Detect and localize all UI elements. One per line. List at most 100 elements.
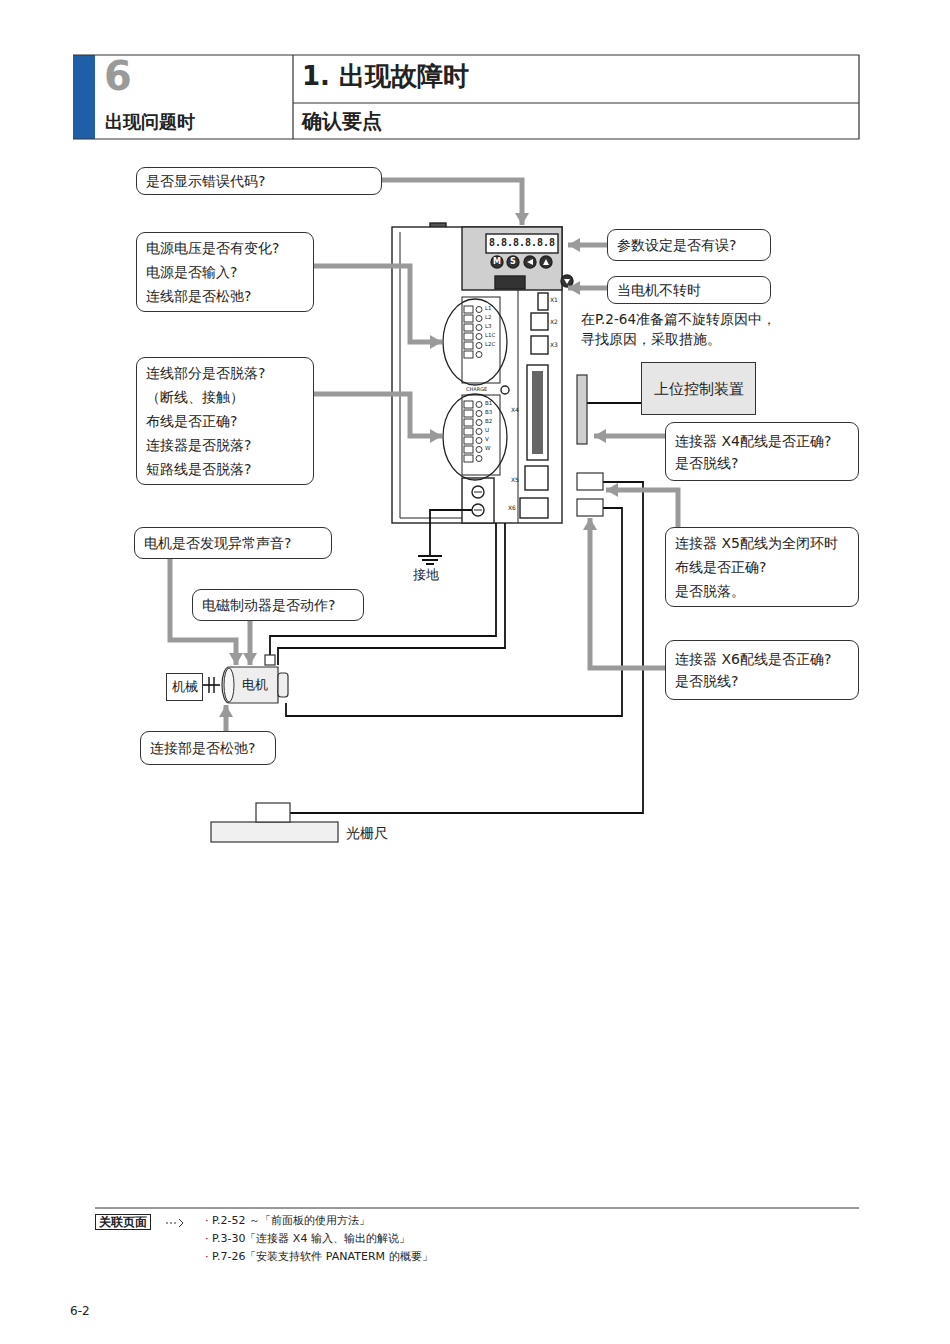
text-line: L3 (485, 323, 492, 330)
text-line: S (507, 257, 519, 267)
terminal-name: B1 (485, 400, 492, 407)
text-line: 电机是否发现异常声音? (144, 532, 291, 554)
text-line: 连接器是否脱落? (146, 433, 265, 457)
text-group: 连接部是否松弛? (150, 737, 255, 759)
text-line: X3 (550, 341, 558, 348)
display-digits: 8.8.8.8.8.8 (487, 237, 557, 249)
button-label: S (507, 257, 519, 267)
connector-name: X2 (550, 318, 558, 325)
terminal-name: L2 (485, 314, 492, 321)
text-line: X5 (511, 476, 519, 483)
connector-name: X3 (550, 341, 558, 348)
text-line: 光栅尺 (346, 825, 388, 842)
text-group: 上位控制装置 (654, 378, 744, 400)
page-title: 1. 出现故障时 (302, 61, 469, 92)
terminal-name: V (485, 436, 489, 443)
text-line: 关联页面 (99, 1215, 147, 1229)
text-line: X2 (550, 318, 558, 325)
text-line: 布线是否正确? (146, 409, 265, 433)
text-line: U (485, 427, 489, 434)
terminal-name: L1C (485, 332, 495, 339)
text-line: X4 (511, 406, 519, 413)
callout-box: 连接器 X5配线为全闭环时 布线是否正确? 是否脱落。 (665, 527, 859, 607)
text-line: 是否脱落。 (675, 579, 838, 603)
text-line: 当电机不转时 (617, 279, 701, 301)
node-text: 参数设定是否有误? (617, 234, 736, 256)
node-text: 电机是否发现异常声音? (144, 532, 291, 554)
text-line: 出现问题时 (105, 111, 195, 133)
text-line: B2 (485, 418, 492, 425)
footer-rule (95, 1208, 859, 1227)
related-pages-tag: 关联页面 (95, 1214, 151, 1230)
node-text: 连线部分是否脱落? （断线、接触） 布线是否正确? 连接器是否脱落? 短路线是否… (146, 361, 265, 481)
text-line: B1 (485, 400, 492, 407)
text-line: 是否脱线? (675, 452, 831, 474)
text-group: 连接器 X5配线为全闭环时 布线是否正确? 是否脱落。 (675, 531, 838, 603)
connector-name: X1 (550, 296, 558, 303)
node-text: 连接器 X6配线是否正确? 是否脱线? (675, 648, 831, 692)
text-line: V (485, 436, 489, 443)
text-line: · P.7-26「安装支持软件 PANATERM 的概要」 (205, 1250, 433, 1263)
connector (224, 705, 229, 731)
callout-box: 参数设定是否有误? (607, 229, 771, 261)
part-box: 上位控制装置 (641, 362, 756, 415)
ground-label: 接地 (413, 567, 439, 583)
text-line: 短路线是否脱落? (146, 457, 265, 481)
text-line: 接地 (413, 567, 439, 583)
terminal-ellipses (443, 299, 507, 480)
text-line: 上位控制装置 (654, 378, 744, 400)
header-frame (73, 55, 859, 139)
text-line: 6 (104, 52, 132, 100)
terminal-name: L3 (485, 323, 492, 330)
text-group: 电机是否发现异常声音? (144, 532, 291, 554)
text-line: X1 (550, 296, 558, 303)
reference-link: · P.7-26「安装支持软件 PANATERM 的概要」 (205, 1250, 433, 1263)
servo-driver (392, 223, 573, 523)
node-text: 电源电压是否有变化? 电源是否输入? 连线部是否松弛? (146, 236, 279, 308)
terminal-name: U (485, 427, 489, 434)
text-line: 布线是否正确? (675, 555, 838, 579)
text-line: 8.8.8.8.8.8 (487, 237, 557, 249)
terminal-name: L2C (485, 341, 495, 348)
text-group: 连接器 X4配线是否正确? 是否脱线? (675, 430, 831, 474)
section-subtitle: 确认要点 (302, 109, 382, 133)
text-line: 连接器 X4配线是否正确? (675, 430, 831, 452)
node-text: 电机 (242, 674, 268, 696)
text-line: X6 (508, 504, 516, 511)
text-line: 连线部是否松弛? (146, 284, 279, 308)
node-text: 电磁制动器是否动作? (202, 594, 335, 616)
chapter-name: 出现问题时 (105, 111, 195, 133)
connector (248, 621, 253, 665)
text-line: L2 (485, 314, 492, 321)
text-line: 参数设定是否有误? (617, 234, 736, 256)
text-group: 电机 (242, 674, 268, 696)
text-line: 连线部分是否脱落? (146, 361, 265, 385)
text-line: M (491, 257, 503, 267)
callout-box: 当电机不转时 (607, 276, 771, 304)
callout-box: 电磁制动器是否动作? (192, 589, 364, 621)
text-line: 是否显示错误代码? (146, 170, 265, 192)
text-line: 机械 (172, 676, 198, 698)
callout-box: 电源电压是否有变化? 电源是否输入? 连线部是否松弛? (136, 232, 314, 312)
text-group: 当电机不转时 (617, 279, 701, 301)
text-line: 确认要点 (302, 109, 382, 133)
callout-box: 连接器 X4配线是否正确? 是否脱线? (665, 422, 859, 481)
chapter-number: 6 (104, 52, 132, 100)
motor-shape: 电机 (220, 665, 290, 705)
text-line: 连接器 X6配线是否正确? (675, 648, 831, 670)
text-group: 电源电压是否有变化? 电源是否输入? 连线部是否松弛? (146, 236, 279, 308)
node-text: 连接部是否松弛? (150, 737, 255, 759)
text-group: 是否显示错误代码? (146, 170, 265, 192)
button-label: M (491, 257, 503, 267)
text-line: 电磁制动器是否动作? (202, 594, 335, 616)
text-line: 连接部是否松弛? (150, 737, 255, 759)
text-line: 电源是否输入? (146, 260, 279, 284)
part-name: 光栅尺 (346, 825, 388, 842)
text-line: · P.3-30「连接器 X4 输入、输出的解说」 (205, 1232, 410, 1245)
terminal-name: L1 (485, 305, 492, 312)
callout-box: 连接部是否松弛? (140, 731, 276, 765)
text-line: W (485, 445, 490, 452)
text-group: 连线部分是否脱落? （断线、接触） 布线是否正确? 连接器是否脱落? 短路线是否… (146, 361, 265, 481)
node-text: 上位控制装置 (654, 378, 744, 400)
